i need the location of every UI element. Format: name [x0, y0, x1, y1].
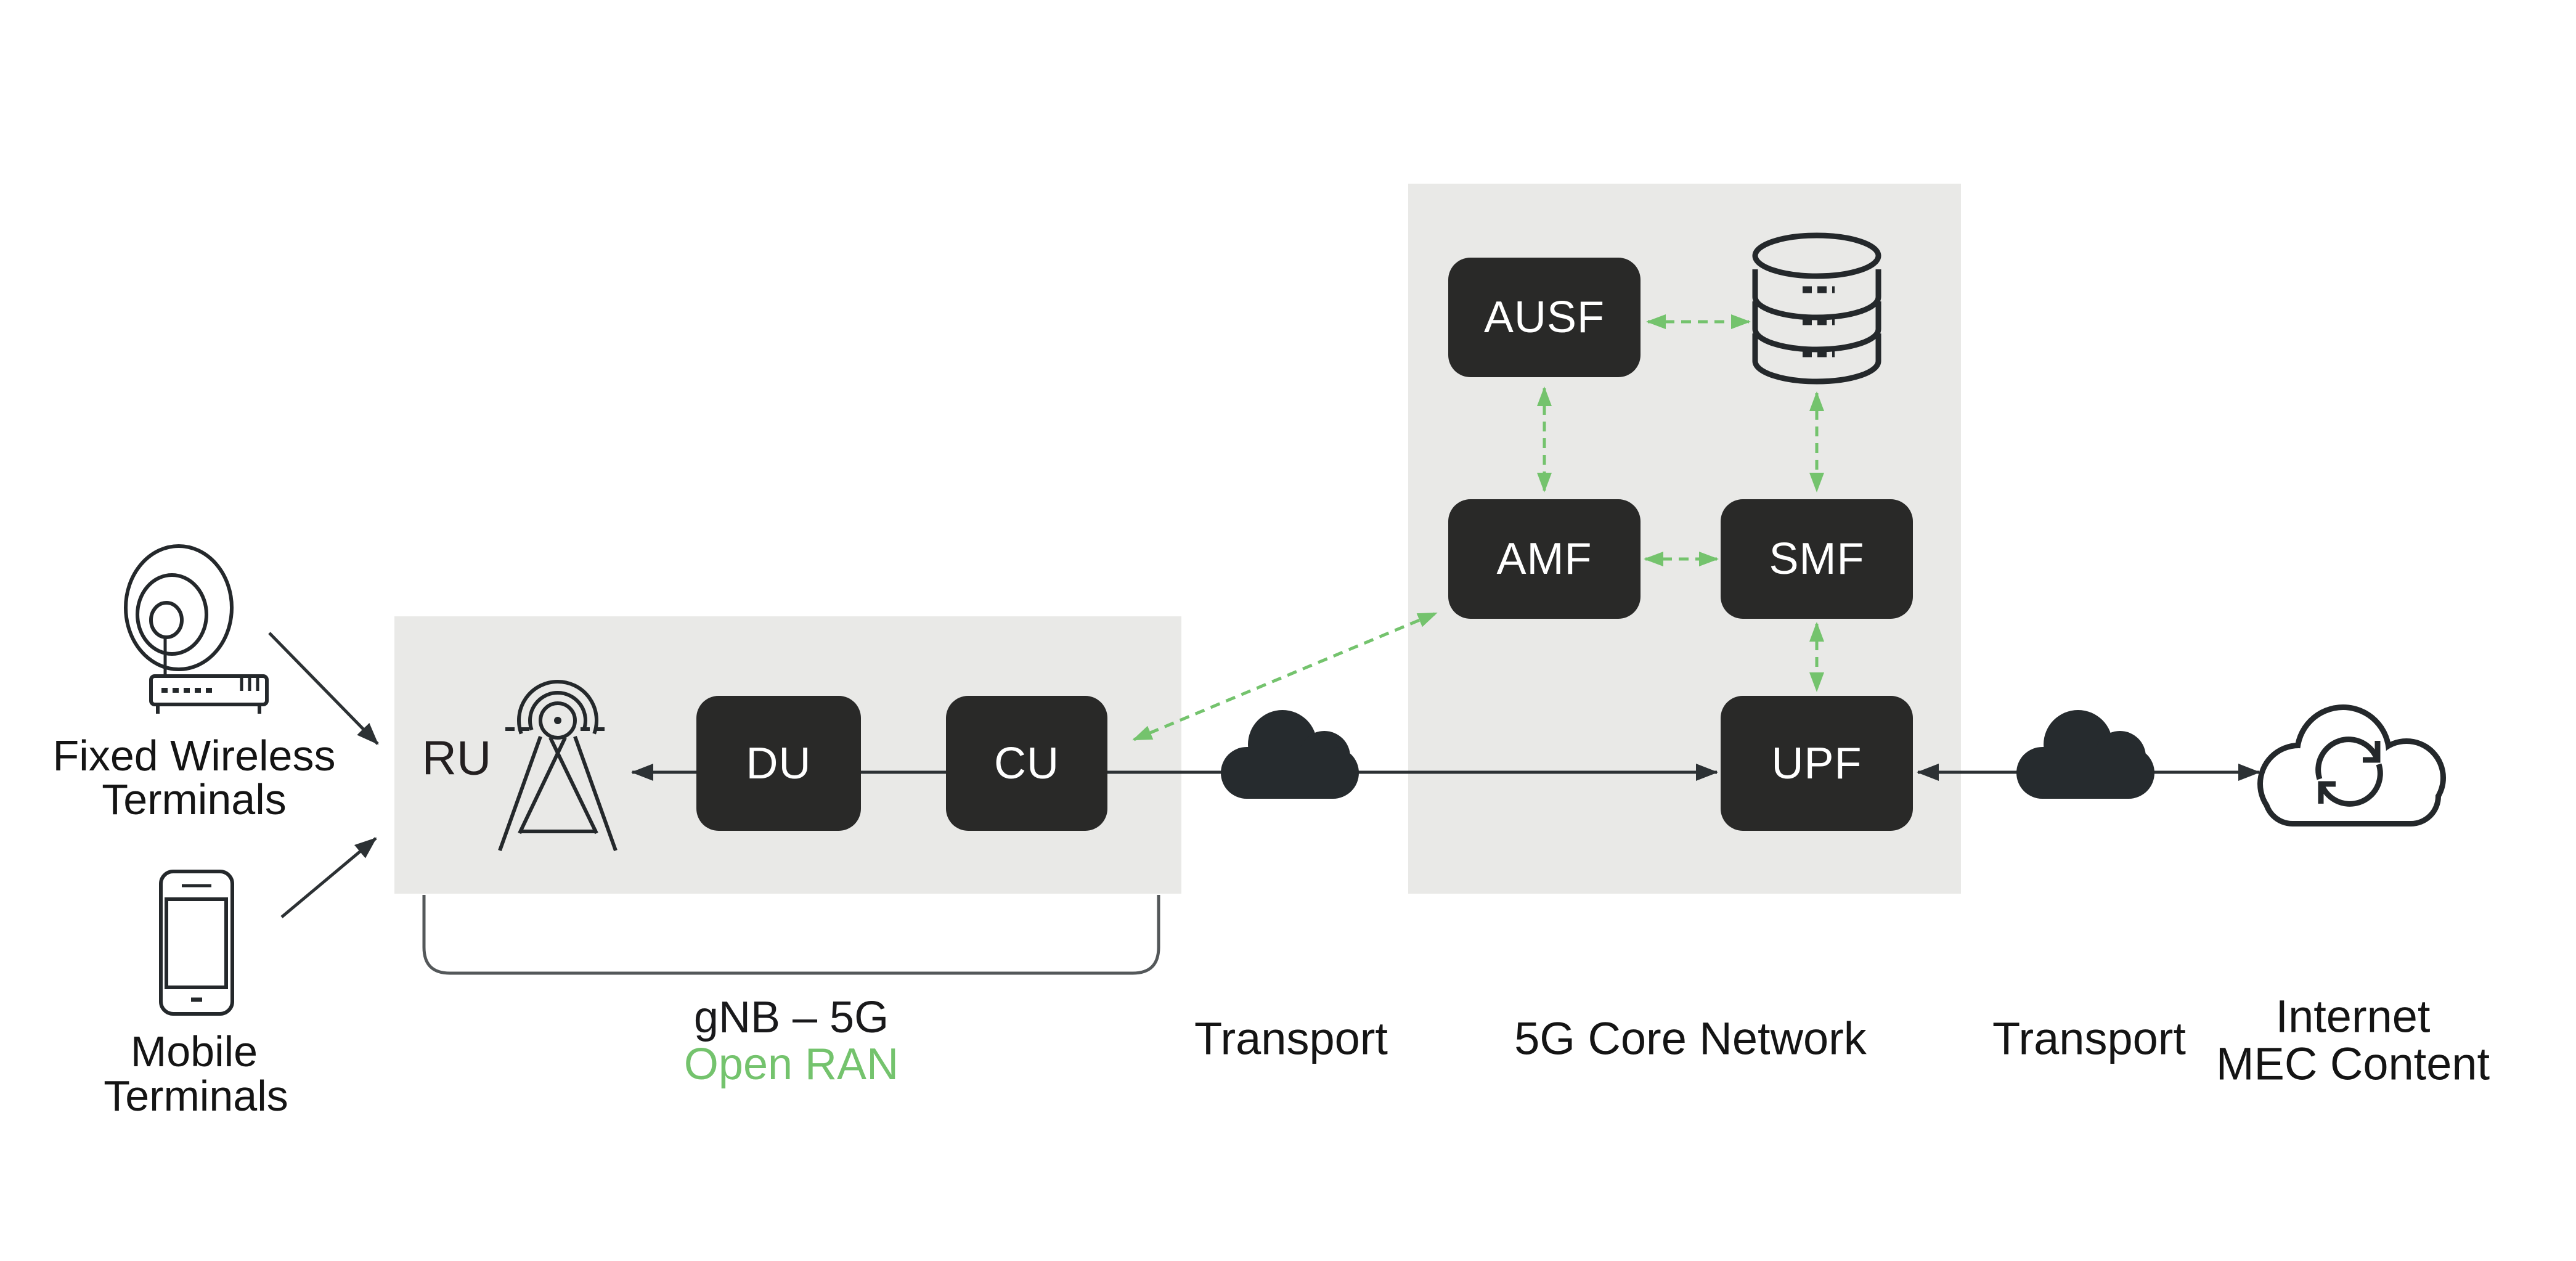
- satellite-dish-icon: [124, 544, 269, 714]
- transport-cloud-right-icon: [2016, 710, 2154, 799]
- ausf-label: AUSF: [1483, 293, 1605, 342]
- transport-left-label: Transport: [1194, 1013, 1388, 1064]
- core-network-label: 5G Core Network: [1514, 1013, 1867, 1064]
- transport-right-label: Transport: [1992, 1013, 2186, 1064]
- arrow-cu-amf: [1132, 611, 1438, 741]
- fixed-wireless-label-line2: Terminals: [102, 775, 287, 823]
- smf-label: SMF: [1769, 534, 1865, 584]
- ausf-box: AUSF: [1448, 258, 1641, 377]
- mobile-label-line1: Mobile: [130, 1027, 258, 1075]
- upf-box: UPF: [1721, 696, 1913, 831]
- arrow-fixed-to-gnb: [268, 632, 379, 745]
- du-box: DU: [696, 696, 861, 831]
- smartphone-icon: [159, 870, 234, 1016]
- database-icon: [1752, 232, 1881, 385]
- du-label: DU: [746, 738, 812, 788]
- internet-label-line1: Internet: [2275, 990, 2431, 1042]
- internet-label-line2: MEC Content: [2215, 1038, 2490, 1090]
- mobile-label-line2: Terminals: [104, 1072, 288, 1120]
- gnb-bracket: [422, 895, 1160, 975]
- upf-label: UPF: [1771, 738, 1862, 788]
- amf-box: AMF: [1448, 499, 1641, 619]
- cloud-sync-icon: [2257, 704, 2446, 826]
- cu-label: CU: [994, 738, 1059, 788]
- amf-label: AMF: [1496, 534, 1592, 584]
- fixed-wireless-label-line1: Fixed Wireless: [52, 732, 336, 780]
- ru-label: RU: [422, 730, 492, 785]
- gnb-group-label: gNB – 5G: [693, 993, 889, 1042]
- open-ran-label: Open RAN: [683, 1040, 899, 1089]
- arrow-mobile-to-gnb: [280, 837, 377, 918]
- cu-box: CU: [946, 696, 1107, 831]
- transport-cloud-left-icon: [1221, 710, 1359, 799]
- radio-tower-icon: [498, 680, 618, 852]
- smf-box: SMF: [1721, 499, 1913, 619]
